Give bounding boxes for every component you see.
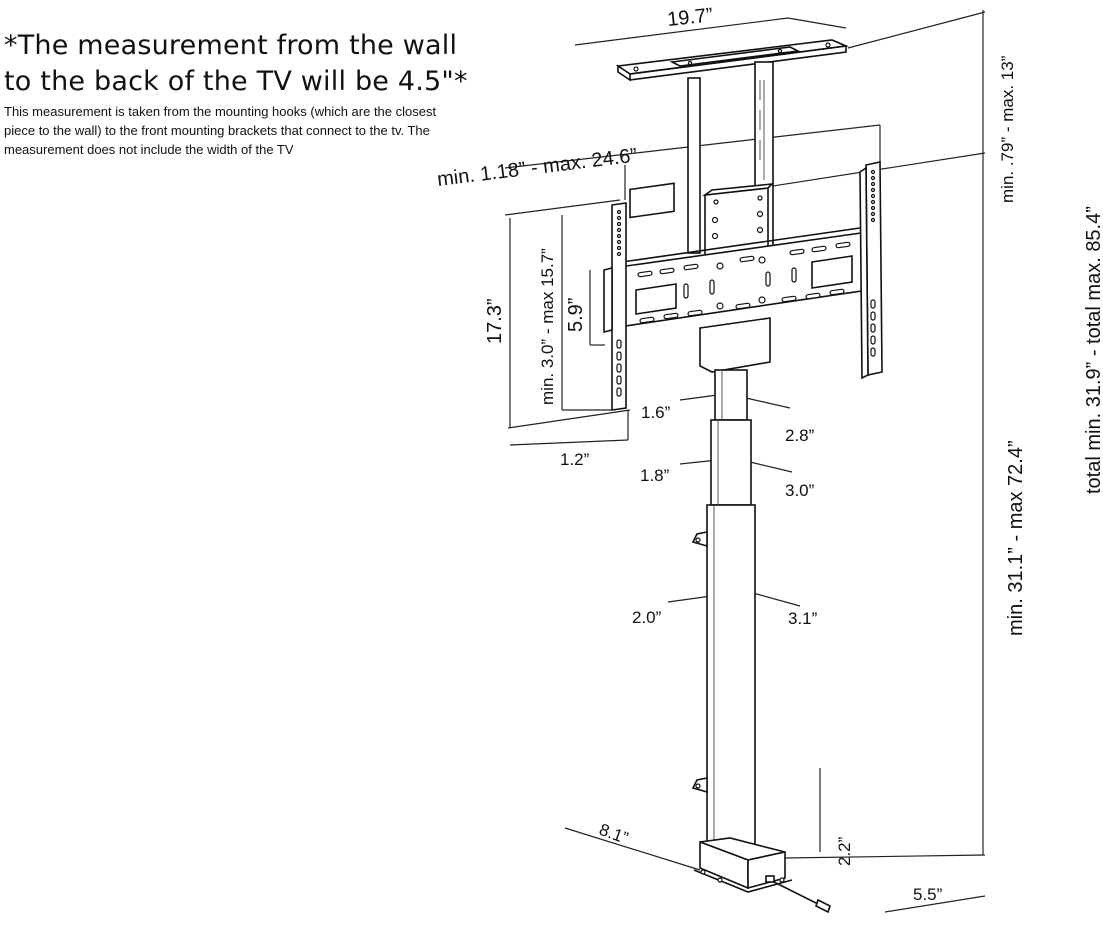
dim-tube1-width: 2.8” [785, 426, 815, 445]
dim-bracket-adjust: min. 3.0” - max 15.7” [538, 248, 557, 405]
dim-tube3-width: 3.1” [788, 609, 818, 628]
left-tv-bracket [603, 202, 627, 411]
carriage-block [699, 317, 771, 373]
note-heading-line-2: to the back of the TV will be 4.5"* [4, 66, 468, 97]
dim-base-height: 2.2” [835, 836, 854, 866]
dim-tube1-depth: 1.6” [641, 403, 671, 422]
note-heading-line-1: *The measurement from the wall [4, 30, 458, 61]
dim-top-height: min. .79” - max. 13” [998, 55, 1017, 203]
dim-base-width: 5.5” [913, 885, 943, 904]
dim-arm-extension: min. 1.18” - max. 24.6” [436, 145, 638, 191]
vesa-slots [637, 241, 851, 324]
dim-tube2-width: 3.0” [785, 481, 815, 500]
note-body: This measurement is taken from the mount… [4, 104, 437, 157]
right-tv-bracket [859, 161, 883, 380]
dim-base-length: 8.1” [597, 820, 631, 848]
dim-bracket-height: 17.3” [484, 298, 506, 344]
base-unit [693, 837, 831, 914]
dim-tube3-depth: 2.0” [632, 608, 662, 627]
top-mount-plate [615, 39, 850, 82]
left-bracket-holes [616, 209, 622, 397]
dim-bracket-depth: 1.2” [560, 450, 590, 469]
telescoping-column [691, 369, 756, 846]
dim-column-height: min. 31.1” - max 72.4” [1005, 440, 1027, 636]
vertical-arms [687, 61, 775, 263]
dim-total-height: total min. 31.9” - total max. 85.4” [1083, 206, 1103, 494]
dim-plate-height: 5.9” [565, 298, 587, 332]
right-bracket-holes [870, 169, 876, 357]
dim-tube2-depth: 1.8” [640, 466, 670, 485]
measurement-note: *The measurement from the wall to the ba… [4, 28, 474, 159]
dim-top-width: 19.7” [666, 4, 714, 31]
